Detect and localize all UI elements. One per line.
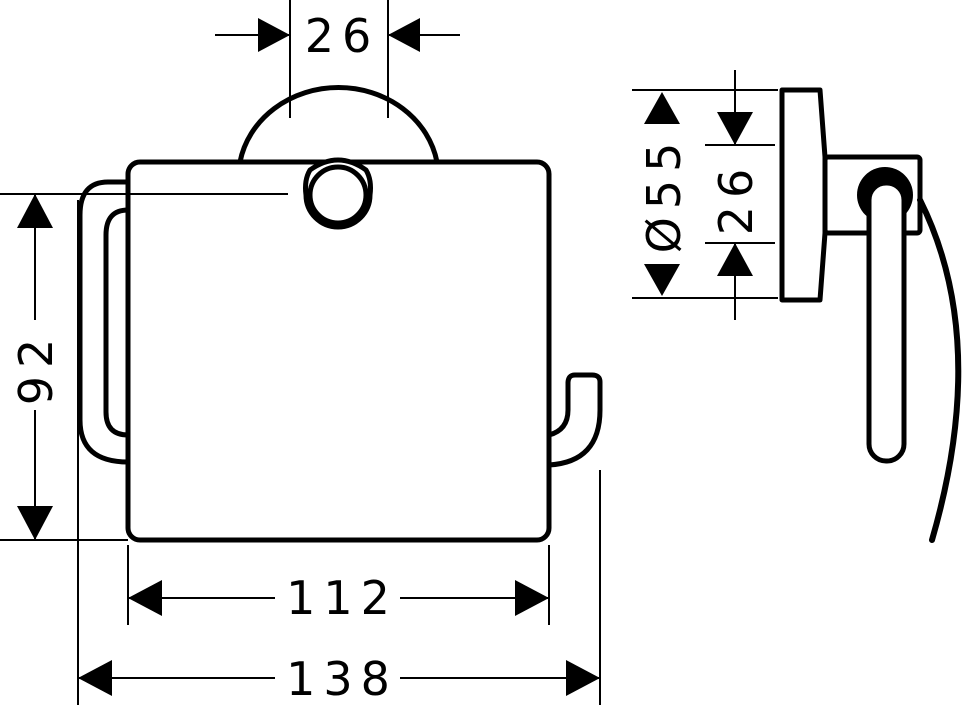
dimension-label: 92 xyxy=(9,331,63,406)
dimension-label: 26 xyxy=(709,161,763,236)
dimension-26-top: 26 xyxy=(215,0,460,118)
dimension-label: 112 xyxy=(286,571,398,625)
left-hook xyxy=(77,179,131,465)
wall-plate-arc xyxy=(237,85,440,165)
cover-edge-curve xyxy=(917,197,962,543)
dimension-diameter-55: Ø55 xyxy=(632,89,778,299)
dimension-label: Ø55 xyxy=(637,135,691,254)
side-view: Ø55 26 xyxy=(632,70,962,543)
rod-end xyxy=(307,164,369,226)
dimension-112: 112 xyxy=(127,545,550,625)
dimension-138: 138 xyxy=(77,200,601,706)
dimension-26-side: 26 xyxy=(705,70,775,320)
dimension-92: 92 xyxy=(0,193,288,541)
holder-arm xyxy=(866,180,907,464)
right-hook xyxy=(546,372,603,468)
dimension-label: 138 xyxy=(286,652,398,706)
dimension-label: 26 xyxy=(305,9,380,63)
wall-plate xyxy=(779,87,828,303)
front-view: 26 92 112 138 xyxy=(0,0,603,706)
